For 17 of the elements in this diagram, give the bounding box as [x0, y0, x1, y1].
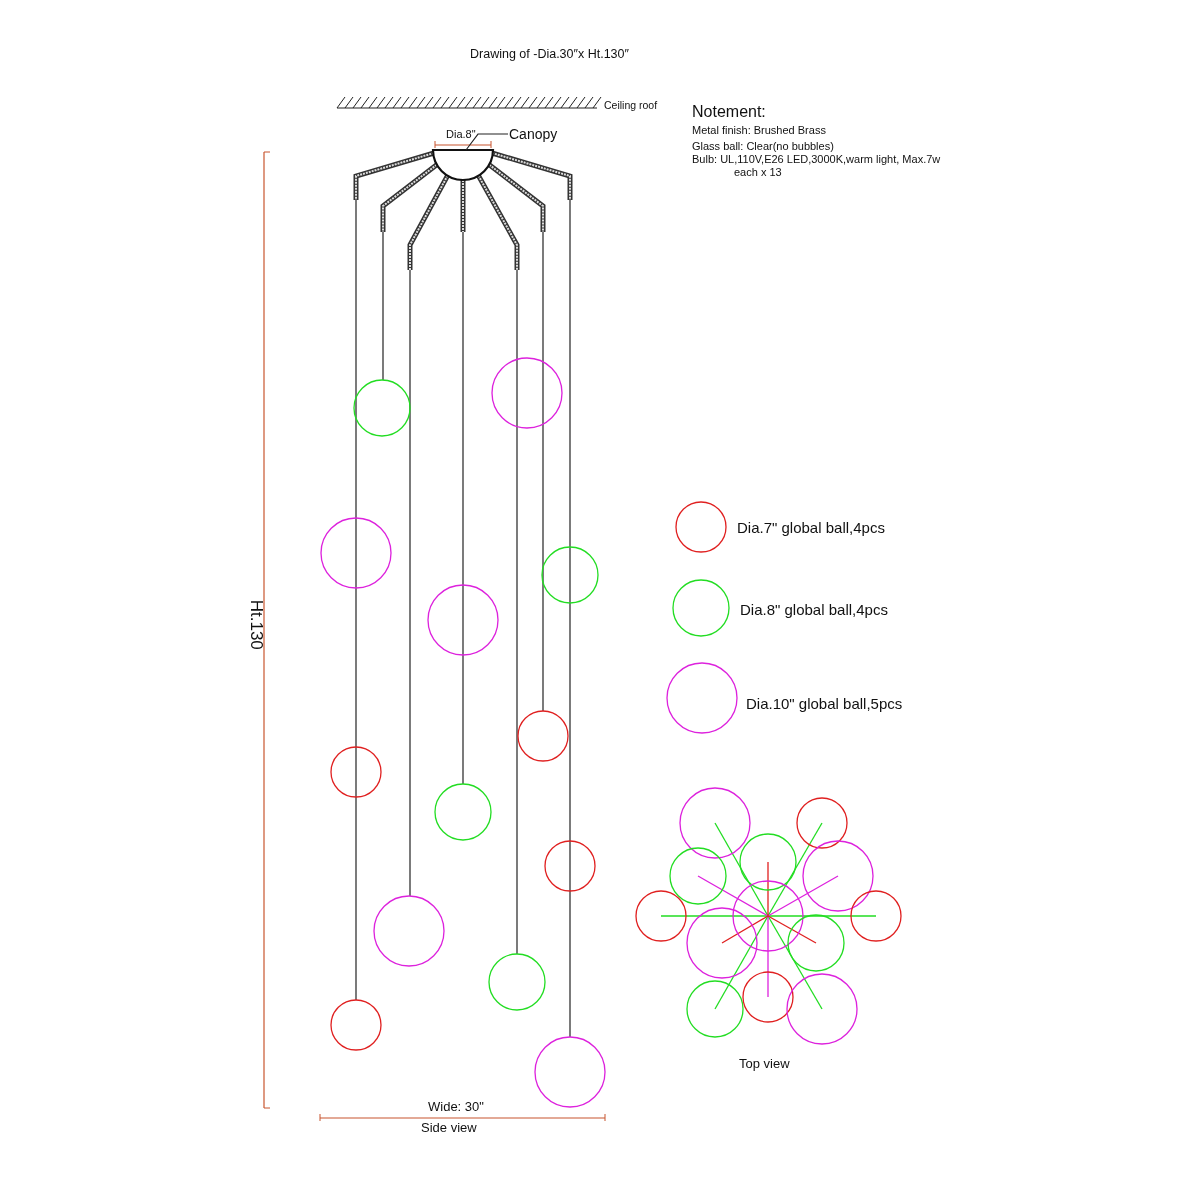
view-caption: Top view	[739, 1057, 790, 1072]
note-text: Metal finish: Brushed Brass	[692, 124, 826, 137]
dimension-label: Dia.8"	[446, 128, 476, 141]
note-text: Glass ball: Clear(no bubbles)	[692, 140, 834, 153]
legend-text: Dia.8" global ball,4pcs	[740, 601, 888, 619]
callout-label: Canopy	[509, 126, 558, 143]
subtitle: Drawing of -Dia.30″x Ht.130″	[470, 47, 629, 62]
dimension-label: Ht.130	[246, 599, 266, 650]
leader-line	[465, 133, 509, 151]
view-caption: Side view	[421, 1121, 477, 1136]
note-text: Bulb: UL,110V,E26 LED,3000K,warm light, Max.7w each x 13	[692, 153, 942, 179]
notes-heading: Notement:	[692, 103, 766, 122]
legend-text: Dia.7" global ball,4pcs	[737, 519, 885, 537]
legend-text: Dia.10" global ball,5pcs	[746, 695, 903, 713]
ceiling-label: Ceiling roof	[604, 99, 658, 112]
dimension-label: Wide: 30"	[428, 1100, 484, 1115]
canopy-dome	[431, 148, 495, 182]
